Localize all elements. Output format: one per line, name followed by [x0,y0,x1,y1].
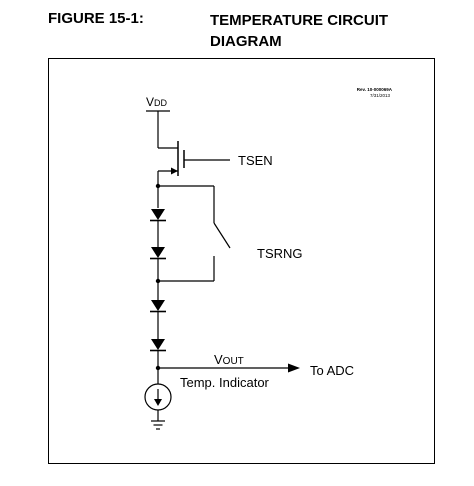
junction-dot-top [155,183,161,189]
to-adc-arrow [288,363,300,373]
diode-2 [150,247,166,260]
vdd-label-main: V [146,95,154,109]
figure-title-line1: TEMPERATURE CIRCUIT [210,12,389,29]
temp-indicator-label: Temp. Indicator [180,375,270,390]
vout-label: VOUT [214,352,244,367]
vout-label-main: V [214,352,223,367]
diode-1 [150,209,166,222]
revision-number: Rev. 10-000069A [357,87,393,92]
junction-dot-middle [155,278,161,284]
junction-dot-vout [155,365,161,371]
figure-label: FIGURE 15-1: [48,10,144,27]
diode-4 [150,339,166,352]
diode-3 [150,300,166,313]
figure-title: TEMPERATURE CIRCUIT DIAGRAM [210,10,460,52]
vdd-label-sub: DD [154,98,167,108]
vout-label-sub: OUT [223,356,244,367]
diagram-frame [48,58,435,464]
tsen-label: TSEN [238,153,273,168]
figure-title-line2: DIAGRAM [210,33,282,50]
to-adc-label: To ADC [310,363,354,378]
circuit-wires [144,110,288,430]
junction-dots [155,183,161,371]
switch-blade [213,222,231,249]
tsrng-label: TSRNG [257,246,303,261]
mosfet-arrow [171,167,178,175]
current-source-arrow-head [154,399,162,406]
revision-date: 7/31/2013 [370,93,391,98]
vdd-label: VDD [146,95,168,109]
